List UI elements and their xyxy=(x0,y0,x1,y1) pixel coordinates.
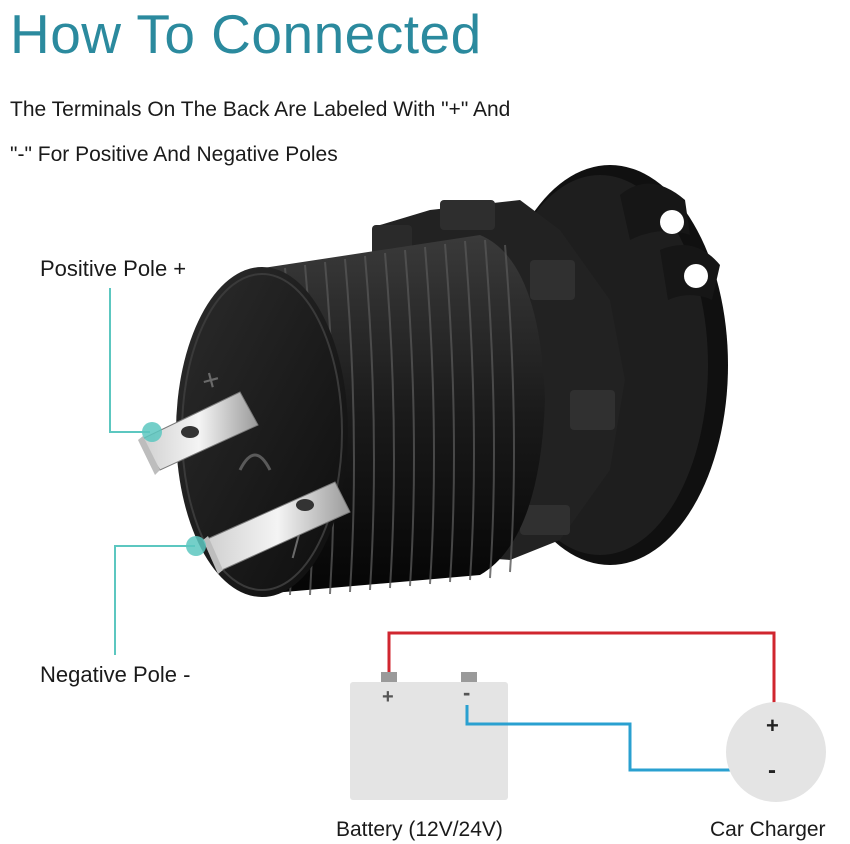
negative-pole-label: Negative Pole - xyxy=(40,662,191,687)
charger-minus-sign: - xyxy=(768,757,776,784)
battery-minus-sign: - xyxy=(463,680,470,705)
page-title: How To Connected xyxy=(10,3,482,65)
car-charger-icon xyxy=(726,702,826,802)
battery-plus-sign: + xyxy=(382,686,394,708)
positive-callout xyxy=(109,288,162,442)
positive-pole-label: Positive Pole + xyxy=(40,256,187,281)
charger-caption: Car Charger xyxy=(710,818,826,841)
battery-caption: Battery (12V/24V) xyxy=(336,818,503,841)
positive-terminal-pin xyxy=(138,391,259,475)
positive-wire xyxy=(387,631,776,712)
negative-terminal-pin xyxy=(203,481,351,574)
charger-plus-sign: + xyxy=(766,713,779,738)
description-line-2: "-" For Positive And Negative Poles xyxy=(10,143,338,166)
negative-wire xyxy=(465,705,766,772)
battery-icon xyxy=(350,672,508,800)
description-line-1: The Terminals On The Back Are Labeled Wi… xyxy=(10,98,511,121)
negative-callout xyxy=(114,536,206,655)
